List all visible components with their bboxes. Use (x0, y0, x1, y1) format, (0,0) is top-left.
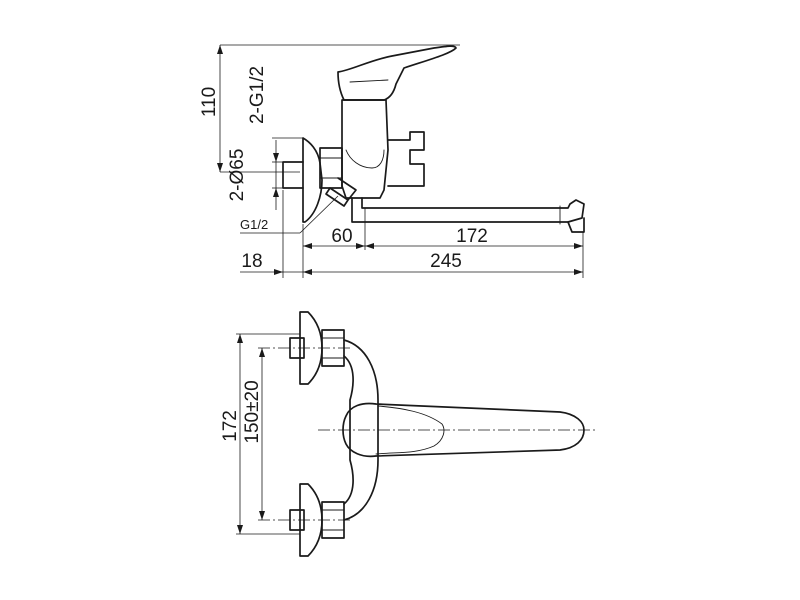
side-lever (337, 45, 457, 101)
side-body (341, 99, 389, 199)
side-spout (351, 197, 585, 223)
dim-172-spout-label: 172 (456, 226, 488, 247)
side-s-union (325, 177, 357, 207)
side-connector-nut (319, 147, 343, 189)
thread-g12-label: G1/2 (240, 217, 268, 232)
side-view: 110 2-G1/2 2-Ø65 G1/2 60 172 18 245 (199, 44, 585, 278)
side-inlet-pipe (282, 161, 304, 189)
top-body (343, 339, 379, 521)
dim-150-label: 150±20 (242, 380, 263, 443)
top-lever-spout (342, 402, 585, 458)
dim-172-height-label: 172 (220, 410, 241, 442)
dim-60-label: 60 (331, 226, 352, 247)
dim-245-label: 245 (430, 251, 462, 272)
side-escutcheon (302, 137, 323, 223)
dim-110-label: 110 (199, 87, 220, 117)
dim-2g12-label: 2-G1/2 (247, 66, 268, 124)
dim-2d65-label: 2-Ø65 (227, 149, 248, 202)
dim-18-label: 18 (241, 251, 262, 272)
top-view: 172 150±20 (220, 311, 596, 557)
side-diverter (387, 131, 425, 187)
